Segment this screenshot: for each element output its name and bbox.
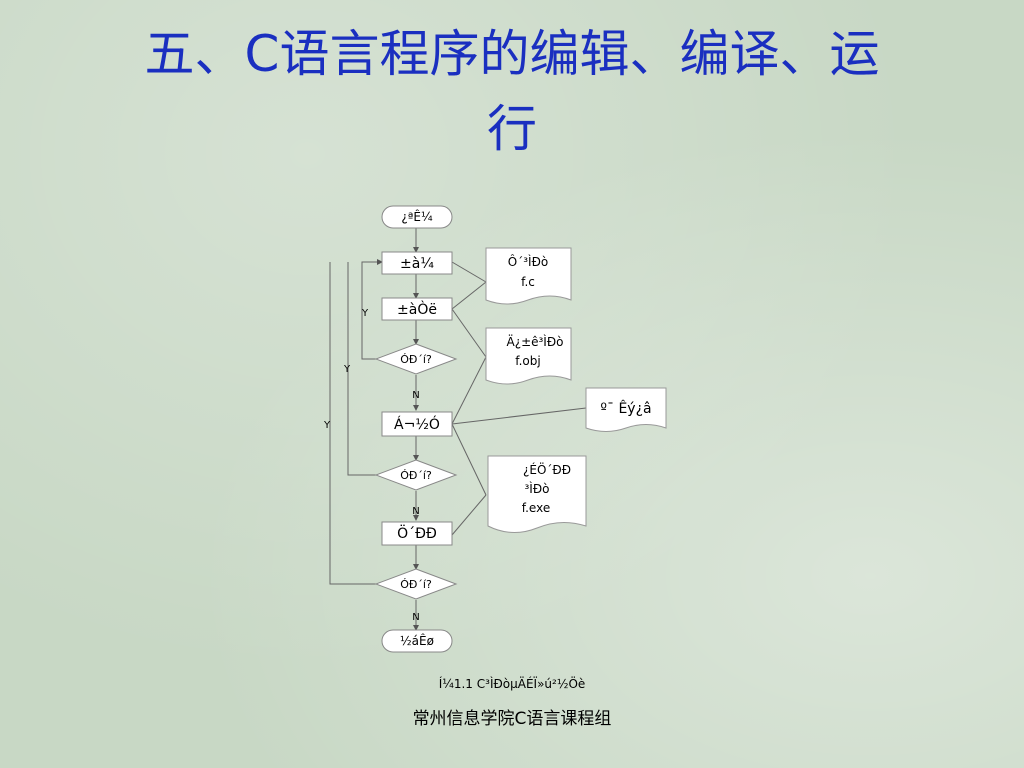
link-node: Á¬½Ó xyxy=(381,411,453,437)
compile-node: ±àÒë xyxy=(381,297,453,321)
start-label: ¿ªÊ¼ xyxy=(401,209,433,224)
footer-organization: 常州信息学院C语言课程组 xyxy=(412,709,612,729)
compile-label: ±àÒë xyxy=(397,300,437,318)
decision-node-3: ÓÐ´í? xyxy=(374,568,458,600)
decision-label-1: ÓÐ´í? xyxy=(400,353,432,366)
decision-node-1: ÓÐ´í? xyxy=(374,343,458,375)
document-executable-line2: ³ÌÐò xyxy=(525,481,550,496)
document-source: Ô´³ÌÐò f.c xyxy=(485,247,572,305)
slide-title: 五、C语言程序的编辑、编译、运 xyxy=(144,25,880,83)
decision-label-3: ÓÐ´í? xyxy=(400,578,432,591)
run-label: Ö´ÐÐ xyxy=(397,524,437,542)
connector-lines xyxy=(329,228,587,631)
edit-label: ±à¼­ xyxy=(400,256,434,272)
yes-label-3: Y xyxy=(323,420,331,431)
end-node: ½áÊø xyxy=(381,629,453,653)
no-label-3: N xyxy=(412,612,419,623)
figure-caption: Í¼1.1 C³ÌÐòµÄÉÏ»ú²½Öè xyxy=(438,677,586,691)
link-label: Á¬½Ó xyxy=(394,415,440,433)
no-label-1: N xyxy=(412,390,419,401)
start-node: ¿ªÊ¼ xyxy=(381,205,453,229)
slide-title-continued: 行 xyxy=(487,100,537,158)
yes-label-1: Y xyxy=(361,308,369,319)
decision-label-2: ÓÐ´í? xyxy=(400,469,432,482)
document-object-line1: Ä¿±ê³ÌÐò xyxy=(506,334,563,349)
run-node: Ö´ÐÐ xyxy=(381,521,453,546)
decision-node-2: ÓÐ´í? xyxy=(374,459,458,491)
end-label: ½áÊø xyxy=(400,633,434,648)
document-executable: ¿ÉÖ´ÐÐ ³ÌÐò f.exe xyxy=(487,455,587,533)
yes-label-2: Y xyxy=(343,364,351,375)
document-object: Ä¿±ê³ÌÐò f.obj xyxy=(485,327,572,385)
document-library-label: º¯ Êý¿â xyxy=(600,399,651,417)
document-source-line1: Ô´³ÌÐò xyxy=(508,254,548,269)
document-executable-line1: ¿ÉÖ´ÐÐ xyxy=(523,461,571,477)
document-library: º¯ Êý¿â xyxy=(585,387,667,432)
branch-labels: Y Y Y N N N xyxy=(323,308,420,623)
document-source-line2: f.c xyxy=(521,275,535,289)
document-object-line2: f.obj xyxy=(515,354,540,368)
edit-node: ±à¼­ xyxy=(381,251,453,275)
document-executable-line3: f.exe xyxy=(522,501,550,515)
no-label-2: N xyxy=(412,506,419,517)
